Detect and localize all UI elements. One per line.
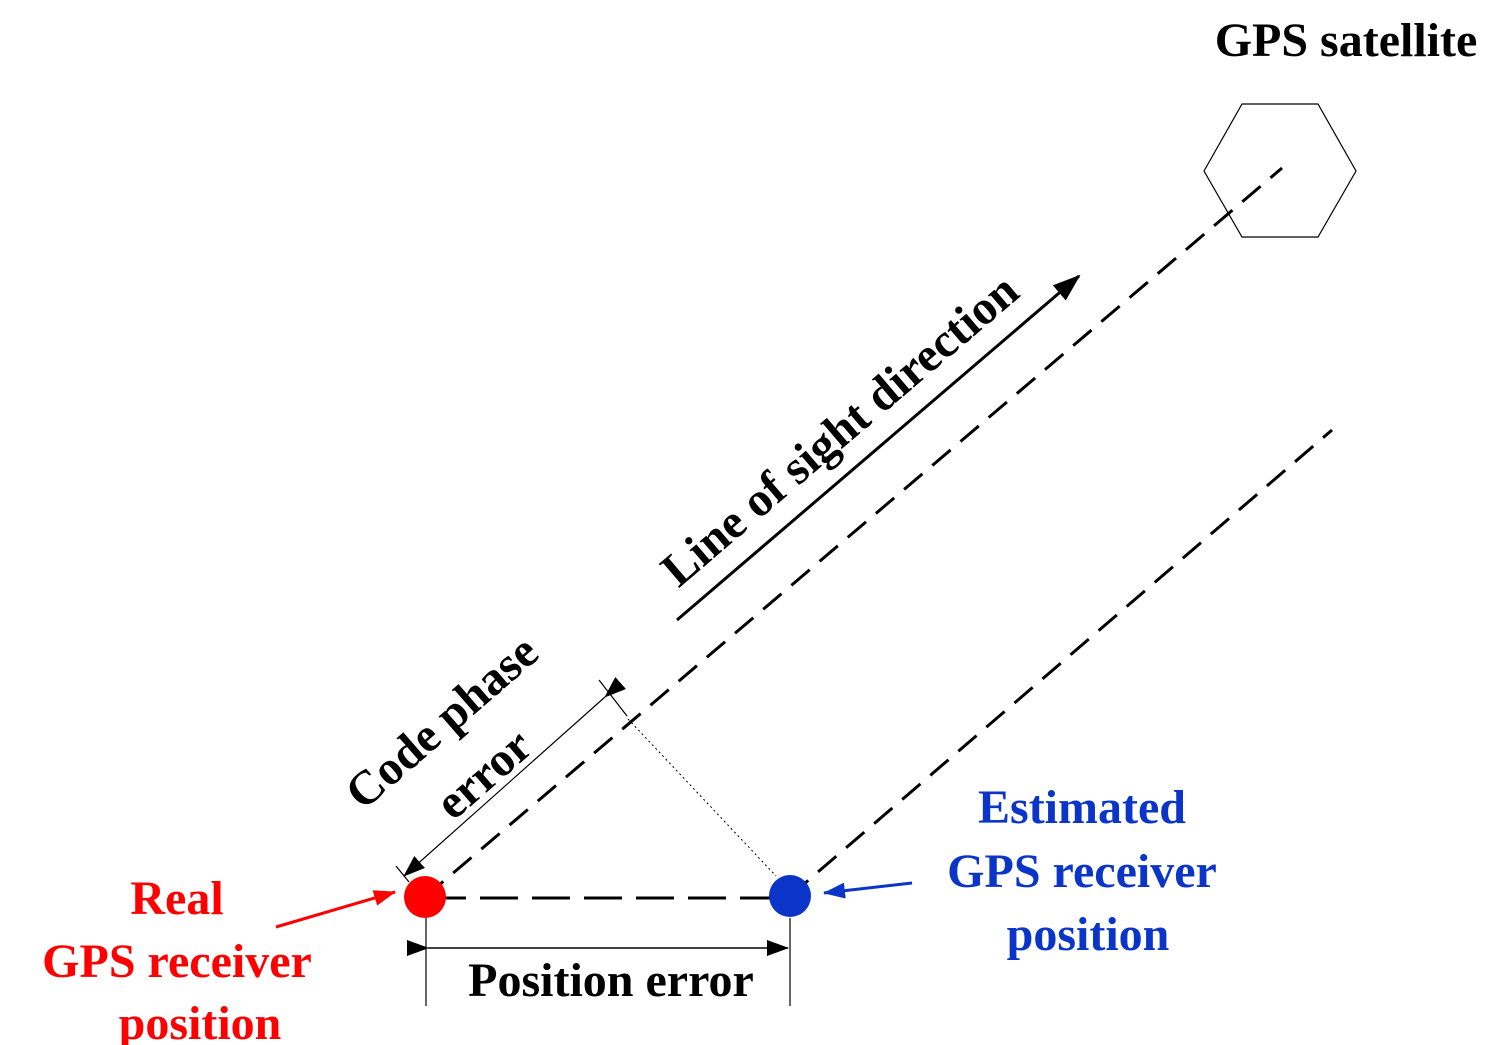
satellite-hexagon xyxy=(1203,103,1357,238)
code-phase-error-arrow xyxy=(403,677,627,877)
estimated-pointer-arrow xyxy=(823,881,913,899)
real-label-line1: Real xyxy=(130,872,223,925)
estimated-label-line3: position xyxy=(1007,908,1170,961)
position-error-label: Position error xyxy=(468,954,754,1007)
real-label-line2: GPS receiver xyxy=(42,935,312,988)
estimated-label-line1: Estimated xyxy=(978,781,1186,834)
real-label-line3: position xyxy=(119,997,282,1045)
estimated-receiver-dot xyxy=(769,875,811,917)
line-of-sight-arrow xyxy=(676,274,1081,622)
projection-dotted-line xyxy=(627,718,777,877)
estimated-label-line2: GPS receiver xyxy=(947,845,1217,898)
real-pointer-arrow xyxy=(275,890,396,929)
satellite-label: GPS satellite xyxy=(1215,14,1478,67)
real-receiver-dot xyxy=(404,876,446,918)
estimated-los-dashed xyxy=(789,428,1333,898)
code-phase-tick-start xyxy=(395,865,410,883)
